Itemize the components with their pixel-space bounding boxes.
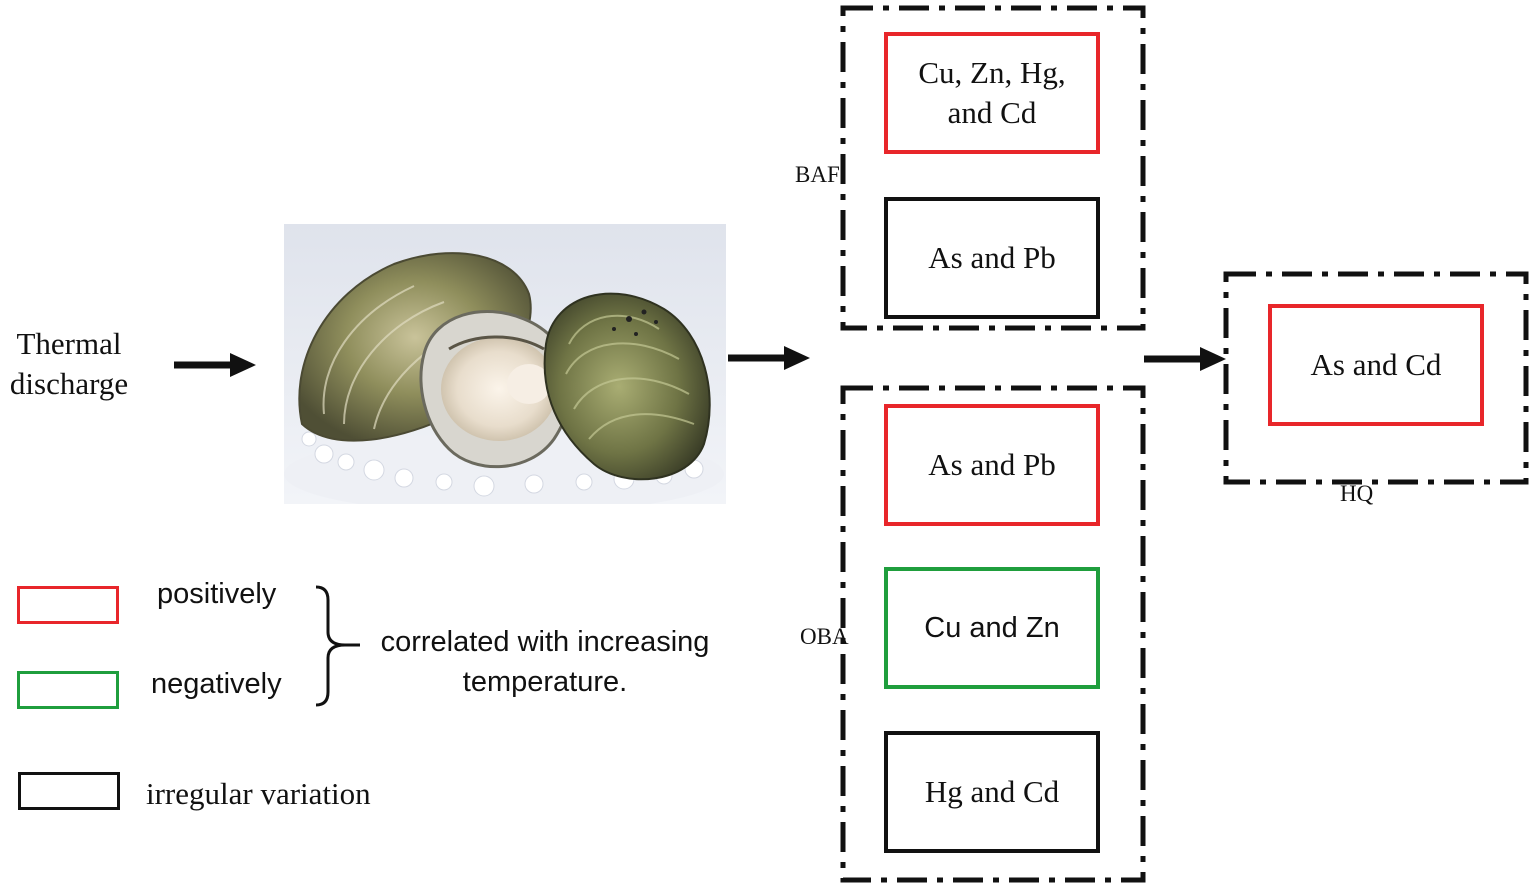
thermal-discharge-line1: Thermal <box>16 326 122 361</box>
oba-box-2-line1: Cu and Zn <box>924 612 1060 644</box>
hq-box-1-line1: As and Cd <box>1310 347 1442 382</box>
legend-label-positive: positively <box>157 578 277 610</box>
legend-brace-line1: correlated with increasing <box>380 626 710 658</box>
hq-box-as-cd: As and Cd <box>1268 304 1484 426</box>
oba-group-label: OBA <box>800 624 849 649</box>
legend-brace <box>315 585 360 707</box>
legend-brace-text: correlated with increasing temperature. <box>362 622 728 702</box>
legend-swatch-positive <box>17 586 119 624</box>
oba-box-1-line1: As and Pb <box>928 447 1056 482</box>
oba-box-cu-zn: Cu and Zn <box>884 567 1100 689</box>
oba-box-3-line1: Hg and Cd <box>924 774 1060 809</box>
baf-box-2-line1: As and Pb <box>928 240 1056 275</box>
arrow-oysters-to-indices <box>728 346 810 370</box>
arrow-discharge-to-oysters <box>174 353 256 377</box>
baf-box-1-line1: Cu, Zn, Hg, <box>918 55 1066 90</box>
legend-swatch-irregular <box>18 772 120 810</box>
thermal-discharge-label: Thermal discharge <box>2 324 136 404</box>
thermal-discharge-line2: discharge <box>9 366 129 401</box>
arrow-indices-to-hq <box>1144 347 1226 371</box>
baf-box-as-pb: As and Pb <box>884 197 1100 319</box>
hq-group-frame <box>1223 271 1529 485</box>
oyster-photo <box>284 224 726 514</box>
legend-label-irregular: irregular variation <box>146 776 371 811</box>
baf-group-label: BAF <box>795 162 840 187</box>
legend-swatch-negative <box>17 671 119 709</box>
oyster-image <box>284 224 726 514</box>
baf-group-frame <box>840 5 1146 331</box>
oba-box-as-pb: As and Pb <box>884 404 1100 526</box>
legend-label-negative: negatively <box>151 668 282 700</box>
baf-box-1-line2: and Cd <box>947 95 1037 130</box>
legend-brace-line2: temperature. <box>462 666 628 698</box>
baf-box-cu-zn-hg-cd: Cu, Zn, Hg, and Cd <box>884 32 1100 154</box>
oba-box-hg-cd: Hg and Cd <box>884 731 1100 853</box>
hq-group-label: HQ <box>1340 481 1374 506</box>
oba-group-frame <box>840 385 1146 883</box>
